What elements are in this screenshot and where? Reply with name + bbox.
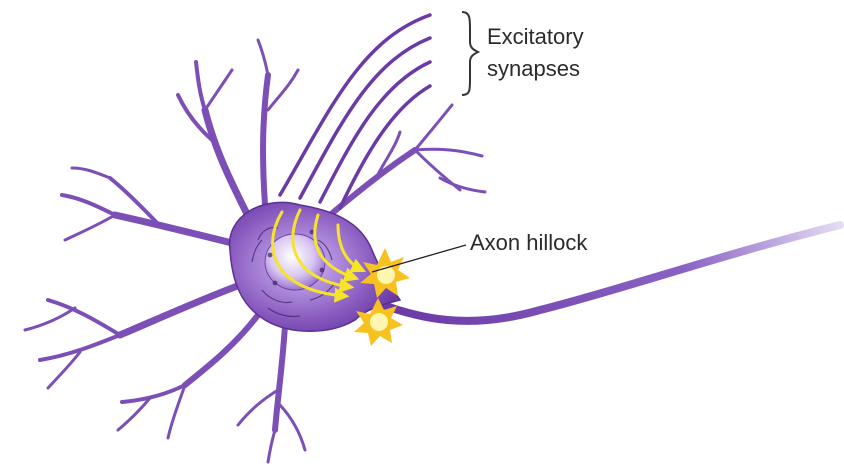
excitatory-synapses-label-line1: Excitatory	[487, 24, 584, 49]
excitatory-synapses-label-line2: synapses	[487, 56, 580, 81]
axon	[370, 225, 840, 321]
excitatory-synapses	[280, 15, 430, 208]
excitatory-bracket	[462, 12, 478, 95]
axon-hillock-label: Axon hillock	[470, 230, 588, 255]
